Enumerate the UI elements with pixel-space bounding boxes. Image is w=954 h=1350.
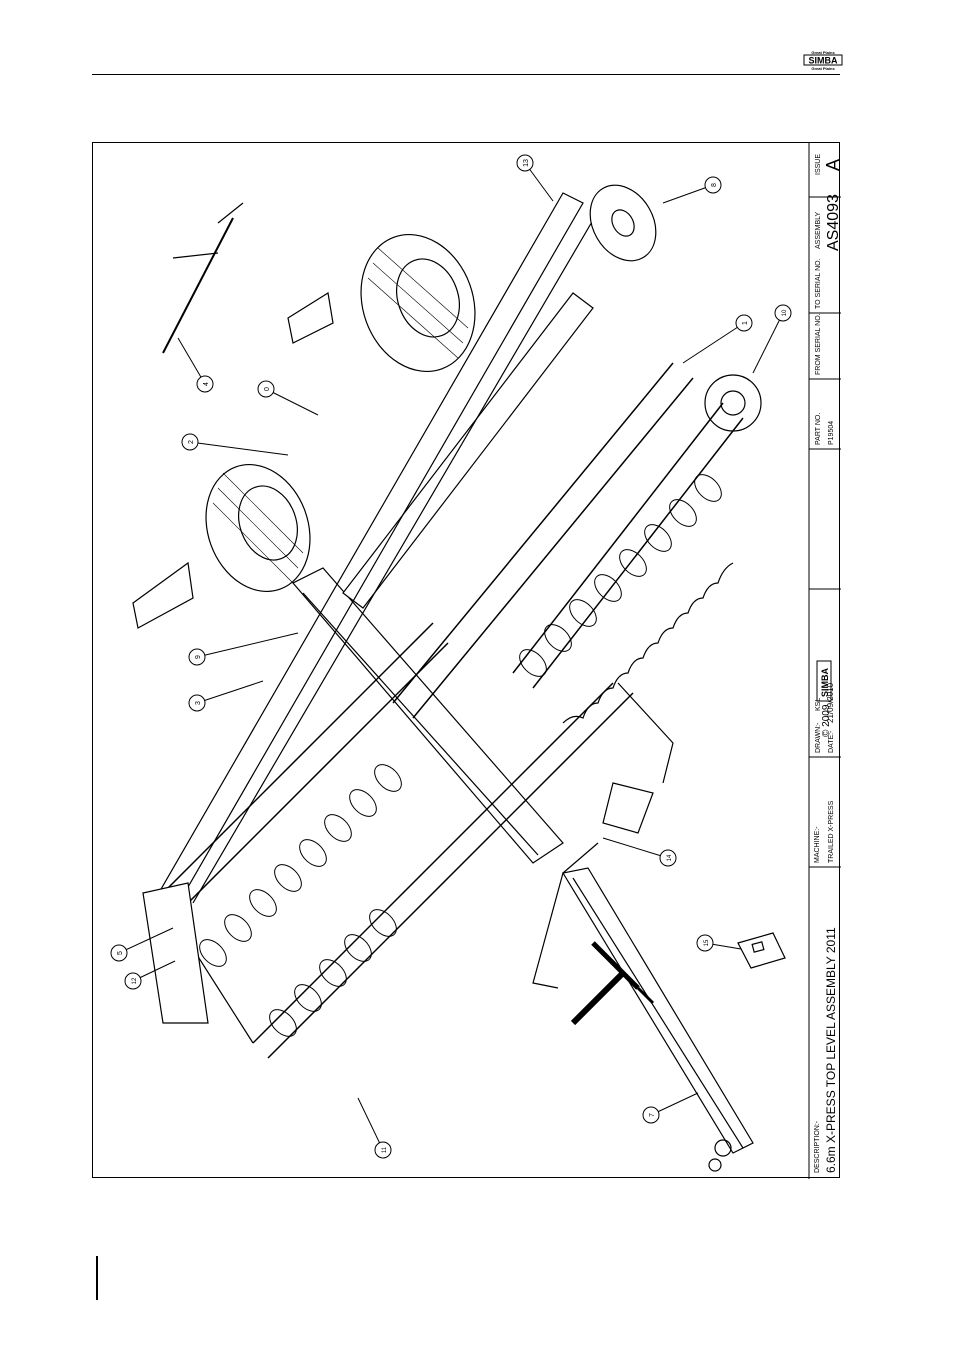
header-rule xyxy=(92,74,840,75)
assembly-value: AS4093 xyxy=(825,194,841,251)
to-serial-label: TO SERIAL NO. xyxy=(815,258,822,309)
drawing-sheet: 13 8 1 10 4 0 2 9 3 14 5 12 15 7 11 xyxy=(92,142,840,1178)
issue-value: A xyxy=(823,159,841,171)
drawn-value: KSL xyxy=(815,698,822,711)
part-no-value: P19504 xyxy=(828,421,835,445)
svg-text:8: 8 xyxy=(711,183,718,187)
callout-7: 7 xyxy=(643,1107,659,1123)
machine-label: MACHINE:- xyxy=(814,826,821,863)
callout-14: 14 xyxy=(660,850,676,866)
callout-9: 9 xyxy=(189,649,205,665)
footer-rule xyxy=(96,1256,98,1300)
logo-subtitle: Great Plains xyxy=(811,66,835,71)
issue-label: ISSUE xyxy=(815,154,822,175)
svg-text:0: 0 xyxy=(264,387,271,391)
callout-5: 5 xyxy=(111,945,127,961)
logo-small-text: Great Plains xyxy=(811,50,835,55)
callout-8: 8 xyxy=(705,177,721,193)
date-value: 21/09/2010 xyxy=(826,682,835,723)
title-block-text: DESCRIPTION:- 6.6m X-PRESS TOP LEVEL ASS… xyxy=(814,154,841,1173)
logo-brand: SIMBA xyxy=(809,56,839,66)
callout-10: 10 xyxy=(775,305,791,321)
part-no-label: PART NO. xyxy=(815,413,822,445)
assembly-drawing: 13 8 1 10 4 0 2 9 3 14 5 12 15 7 11 xyxy=(93,143,841,1179)
callout-15: 15 xyxy=(697,935,713,951)
wheel-right xyxy=(342,218,493,387)
svg-text:13: 13 xyxy=(523,159,530,167)
svg-text:15: 15 xyxy=(704,939,710,946)
svg-text:10: 10 xyxy=(782,309,788,316)
drawn-label: DRAWN:- xyxy=(815,722,822,753)
svg-text:11: 11 xyxy=(382,1146,388,1153)
callout-2: 2 xyxy=(182,434,198,450)
callout-0: 0 xyxy=(258,381,274,397)
callout-13: 13 xyxy=(517,155,533,171)
description-label: DESCRIPTION:- xyxy=(814,1120,821,1173)
callout-4: 4 xyxy=(197,376,213,392)
svg-text:1: 1 xyxy=(742,321,749,325)
date-label: DATE:- xyxy=(828,730,835,753)
machine-value: TRAILED X-PRESS xyxy=(828,800,835,863)
svg-text:14: 14 xyxy=(667,854,673,861)
svg-text:2: 2 xyxy=(188,440,195,444)
svg-text:4: 4 xyxy=(203,382,210,386)
svg-text:3: 3 xyxy=(195,701,202,705)
svg-text:7: 7 xyxy=(649,1113,656,1117)
simba-logo: Great Plains SIMBA Great Plains xyxy=(803,50,843,72)
from-serial-label: FROM SERIAL NO. xyxy=(815,313,822,375)
assembly-label: ASSEMBLY xyxy=(815,211,822,249)
svg-text:12: 12 xyxy=(132,977,138,984)
svg-text:5: 5 xyxy=(117,951,124,955)
callout-1: 1 xyxy=(736,315,752,331)
description-value: 6.6m X-PRESS TOP LEVEL ASSEMBLY 2011 xyxy=(824,927,838,1173)
callout-3: 3 xyxy=(189,695,205,711)
callout-11: 11 xyxy=(375,1142,391,1158)
callout-12: 12 xyxy=(125,973,141,989)
machine-illustration xyxy=(133,173,785,1171)
svg-text:9: 9 xyxy=(195,655,202,659)
